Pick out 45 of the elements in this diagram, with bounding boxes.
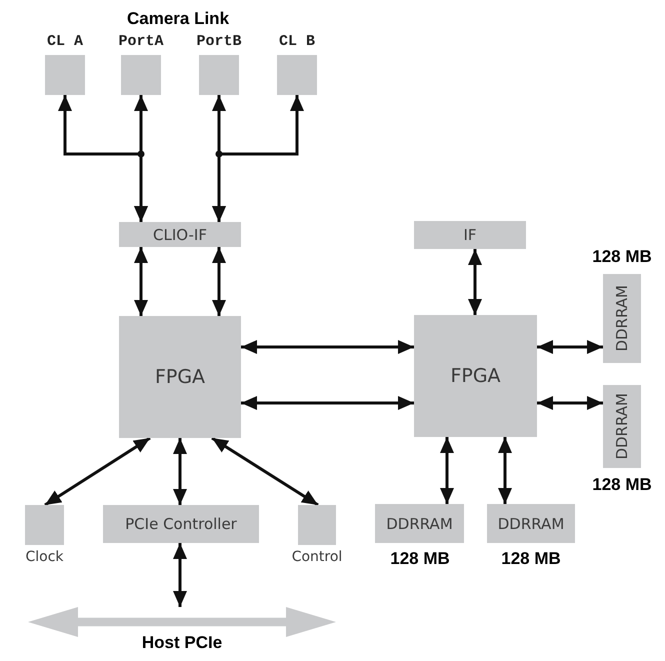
arrow — [241, 396, 414, 410]
block-label: PCIe Controller — [125, 515, 237, 533]
port-label: Clock — [25, 549, 64, 565]
port-label: Control — [292, 549, 342, 565]
arrow — [537, 396, 603, 410]
arrow — [211, 436, 319, 506]
arrow — [212, 247, 226, 316]
block-box — [119, 222, 241, 247]
capacity-label: 128 MB — [592, 475, 652, 495]
arrow — [44, 436, 151, 506]
block-label: FPGA — [154, 366, 206, 388]
arrow — [134, 247, 148, 316]
port-label: CL A — [47, 33, 83, 50]
block-label: FPGA — [450, 365, 501, 387]
block-box — [487, 504, 575, 543]
arrow — [468, 249, 482, 315]
capacity-label: 128 MB — [592, 247, 652, 267]
arrow — [173, 543, 187, 607]
memory-box — [603, 385, 641, 468]
block-box — [414, 315, 537, 437]
port-label: CL B — [279, 33, 315, 50]
arrow — [498, 437, 512, 504]
block-box — [103, 505, 259, 543]
arrow — [134, 95, 148, 222]
block-label: DDRRAM — [613, 393, 631, 460]
block-label: DDRRAM — [613, 285, 631, 352]
arrow — [241, 340, 414, 354]
arrow — [440, 437, 454, 504]
block-label: IF — [463, 226, 477, 244]
block-label: DDRRAM — [498, 514, 564, 532]
block-label: DDRRAM — [386, 514, 453, 532]
port-label: PortB — [196, 33, 242, 50]
group-heading: Camera Link — [126, 9, 230, 29]
arrow — [173, 438, 187, 505]
arrow — [212, 95, 304, 222]
block-box — [119, 316, 241, 438]
arrow — [537, 340, 603, 354]
memory-box — [603, 274, 641, 363]
block-box — [414, 221, 526, 249]
bus-label: Host PCIe — [142, 633, 222, 653]
capacity-label: 128 MB — [390, 549, 450, 569]
capacity-label: 128 MB — [501, 549, 561, 569]
block-label: CLIO-IF — [153, 226, 207, 244]
block-box — [375, 504, 464, 543]
port-label: PortA — [118, 33, 164, 50]
